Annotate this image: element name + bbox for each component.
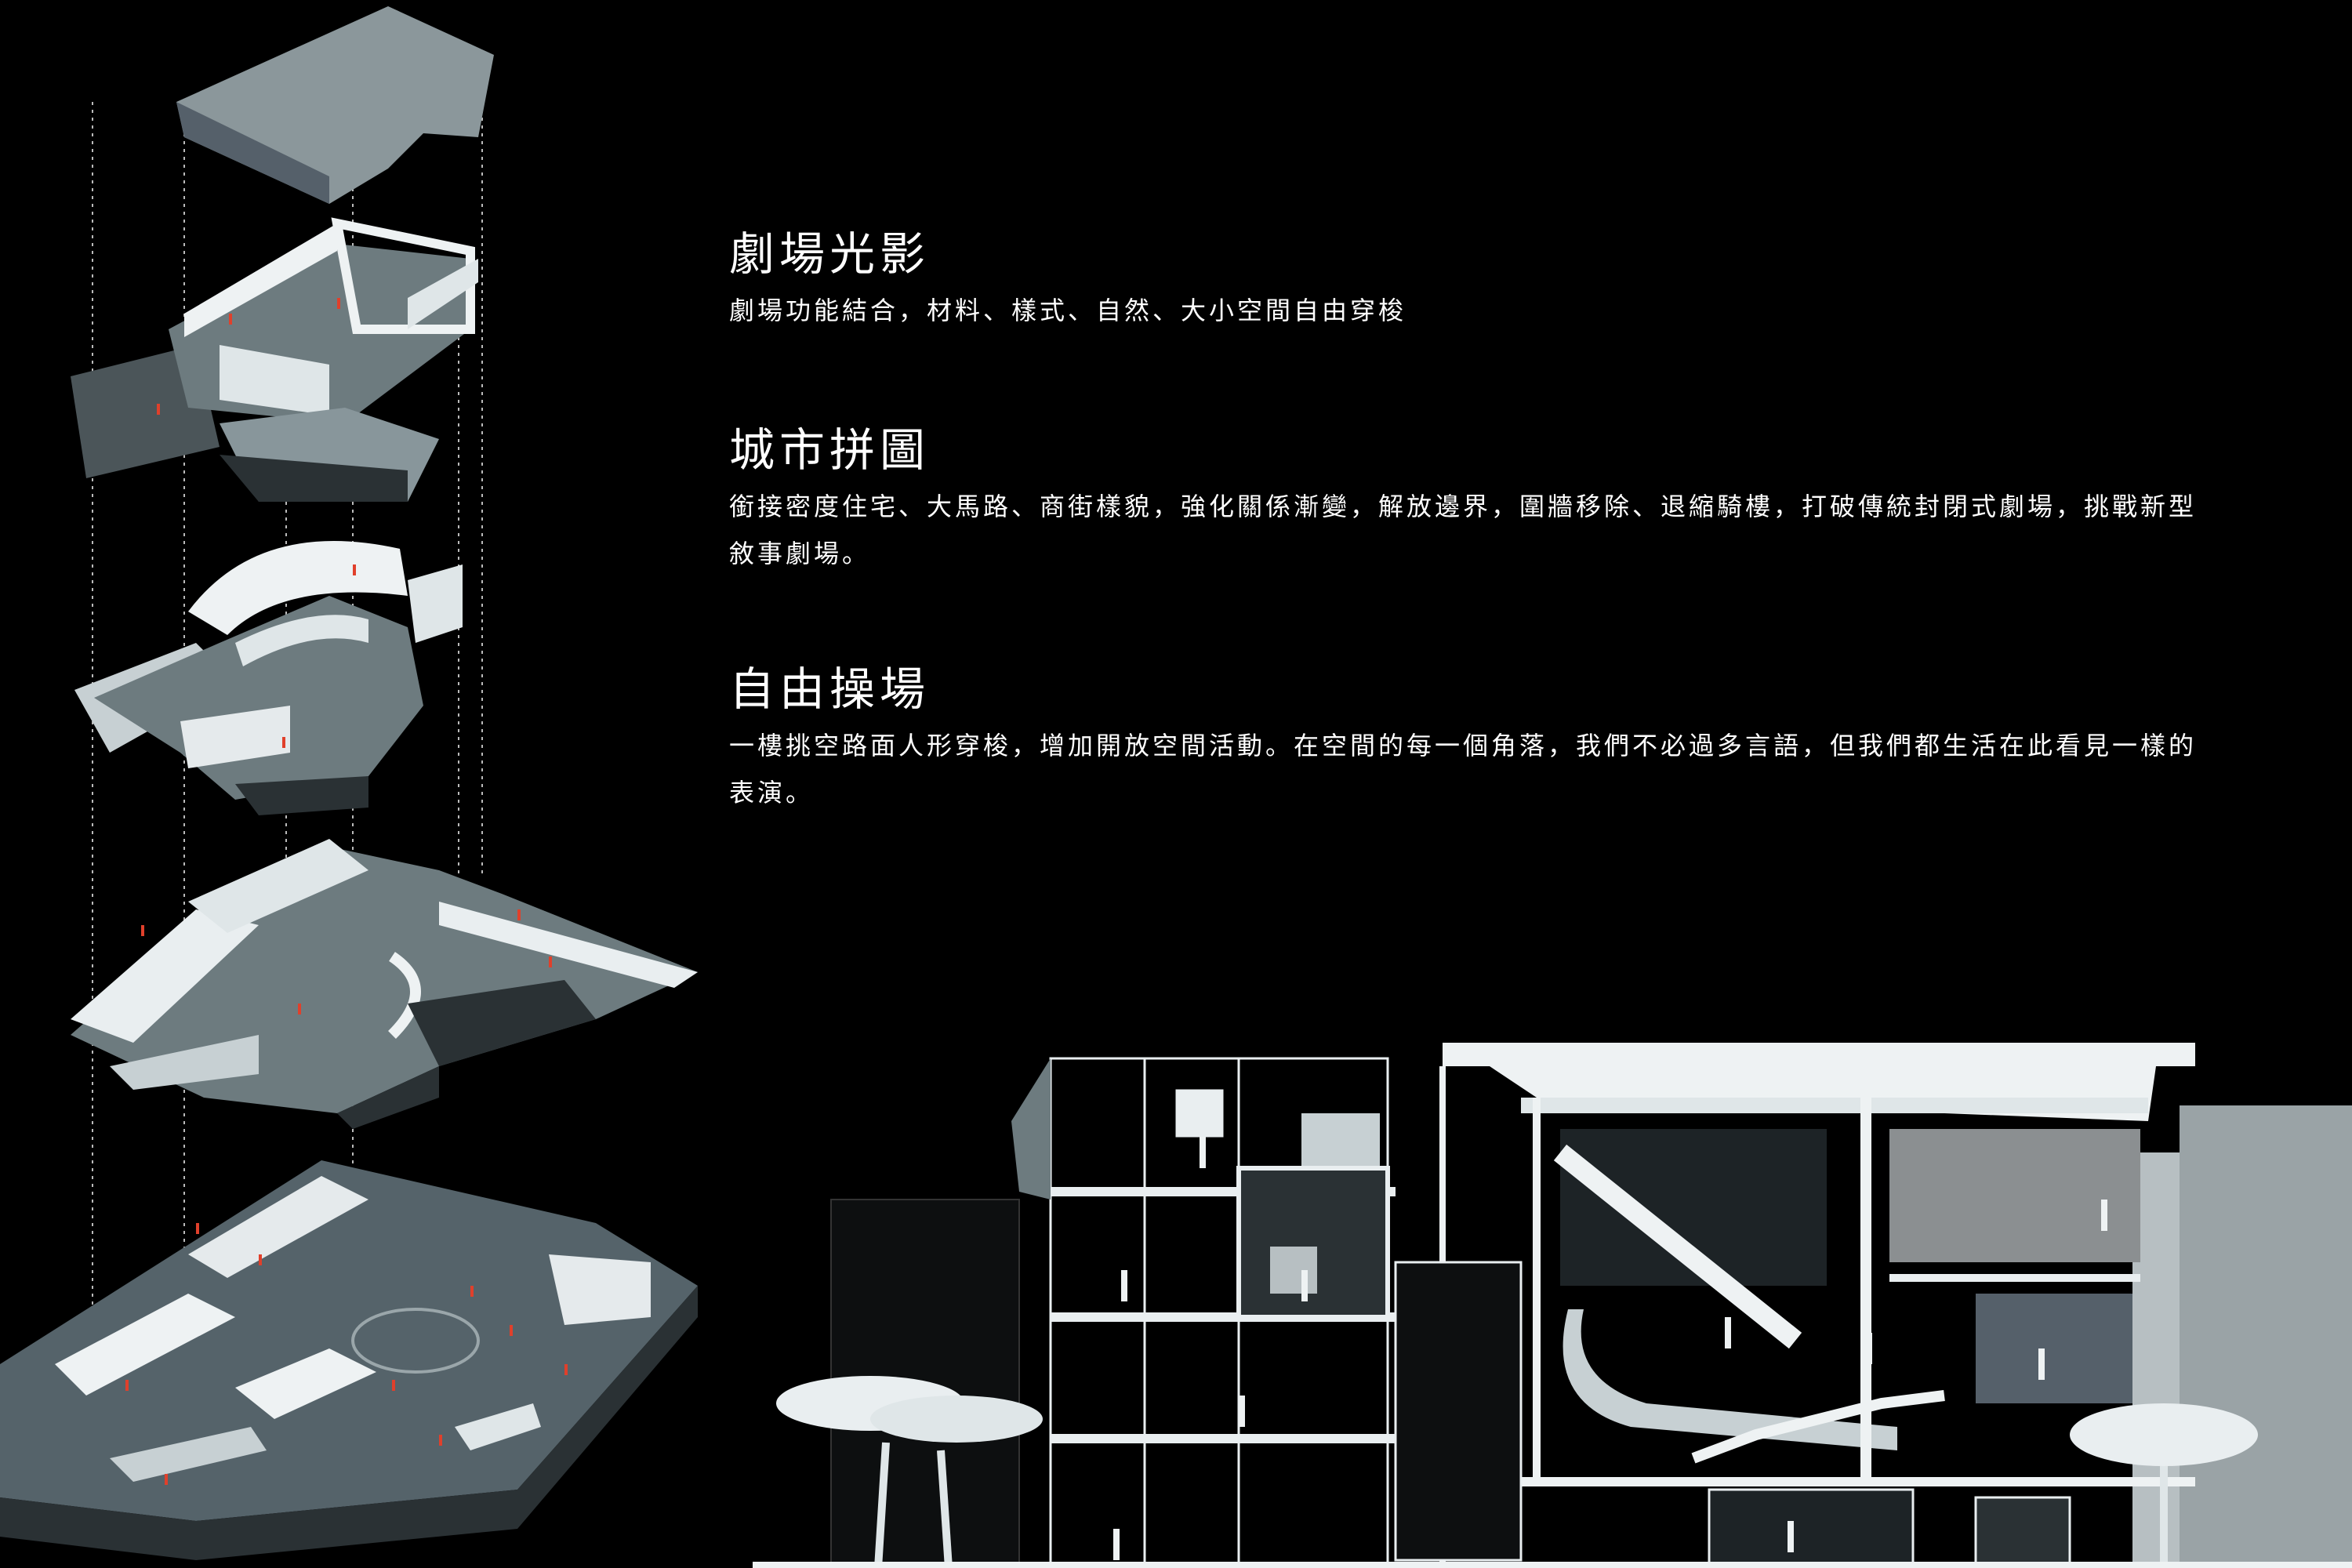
roof-slab	[176, 6, 494, 204]
building-section-drawing	[753, 1043, 2352, 1568]
tree-left	[776, 1376, 1043, 1568]
block-body: 一樓挑空路面人形穿梭，增加開放空間活動。在空間的每一個角落，我們不必過多言語，但…	[729, 730, 2198, 808]
block-title: 自由操場	[729, 662, 931, 716]
text-block-theatre-light: 劇場光影 劇場功能結合，材料、樣式、自然、大小空間自由穿梭	[729, 227, 2219, 334]
left-building	[1011, 1057, 1396, 1568]
theatre-volume	[1394, 1043, 2195, 1568]
block-body: 劇場功能結合，材料、樣式、自然、大小空間自由穿梭	[729, 295, 1407, 325]
human-figures	[125, 298, 568, 1485]
level-2-balcony	[74, 541, 463, 815]
block-title: 城市拼圖	[729, 423, 931, 477]
people-silhouettes	[1113, 1137, 2107, 1560]
text-block-city-puzzle: 城市拼圖 銜接密度住宅、大馬路、商街樣貌，強化關係漸變，解放邊界，圍牆移除、退縮…	[729, 423, 2219, 577]
context-buildings	[830, 1105, 2352, 1568]
exploded-axonometric-diagram	[0, 6, 698, 1560]
text-block-free-playground: 自由操場 一樓挑空路面人形穿梭，增加開放空間活動。在空間的每一個角落，我們不必過…	[729, 662, 2219, 816]
level-1-lobby	[71, 839, 698, 1129]
block-title: 劇場光影	[729, 227, 931, 281]
block-body: 銜接密度住宅、大馬路、商街樣貌，強化關係漸變，解放邊界，圍牆移除、退縮騎樓，打破…	[729, 491, 2198, 568]
level-3-theatre	[71, 217, 478, 502]
tree-right	[2070, 1403, 2258, 1568]
ground-floor-site	[0, 1160, 698, 1560]
